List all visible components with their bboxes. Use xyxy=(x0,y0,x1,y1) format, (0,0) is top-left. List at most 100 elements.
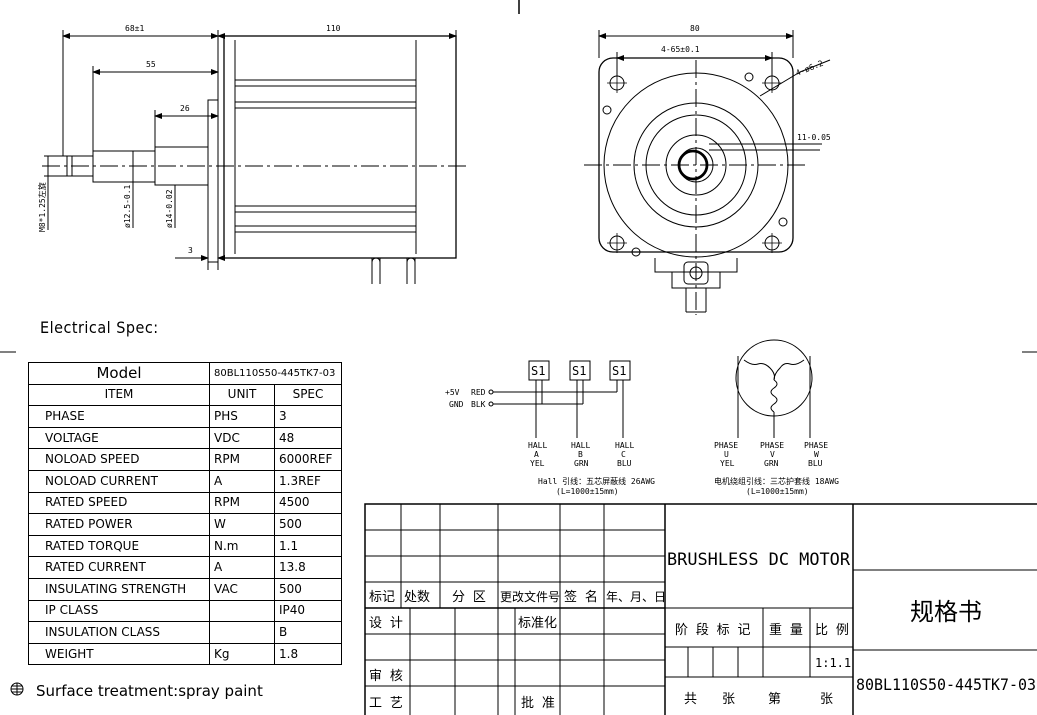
dim-thread: M8*1.25左旋 xyxy=(37,182,47,232)
hall-b-color: GRN xyxy=(574,459,589,468)
phase-v-letter: V xyxy=(770,450,775,459)
tb-header-date: 年、月、日 xyxy=(606,590,666,604)
dim-shaft-26: 26 xyxy=(180,104,190,113)
spec-header-row: ITEM UNIT SPEC xyxy=(28,383,342,407)
side-view xyxy=(42,30,468,284)
tb-sheet-1: 张 xyxy=(722,692,735,707)
spec-value: 1.1 xyxy=(274,534,342,558)
hall-wiring-labels: S1 S1 S1 +5V RED GND BLK HALL A YEL HALL… xyxy=(445,364,655,496)
tb-product: BRUSHLESS DC MOTOR xyxy=(667,550,851,570)
spec-item: RATED SPEED xyxy=(28,491,210,515)
spec-unit: A xyxy=(209,556,275,579)
spec-value: 3 xyxy=(274,405,342,428)
spec-value: 1.3REF xyxy=(274,469,342,493)
phase-u-color: YEL xyxy=(720,459,735,468)
hall-sensor-1: S1 xyxy=(531,364,545,378)
electrical-spec-table: Model 80BL110S50-445TK7-03 ITEM UNIT SPE… xyxy=(28,362,342,666)
tb-model: 80BL110S50-445TK7-03 xyxy=(856,675,1036,694)
phase-wiring xyxy=(735,339,813,438)
side-view-dims: 68±1 110 55 26 3 M8*1.25左旋 ø12.5-0.1 ø14… xyxy=(37,24,341,255)
dim-hole-dia: 4-ø6.2 xyxy=(794,59,824,78)
spec-value: 48 xyxy=(274,426,342,450)
hall-note-1: Hall 引线：五芯屏蔽线 26AWG xyxy=(538,476,655,486)
spec-header-spec: SPEC xyxy=(274,383,342,407)
spec-value: 500 xyxy=(274,577,342,601)
phase-u-letter: U xyxy=(724,450,729,459)
tb-header-change: 更改文件号 xyxy=(500,589,560,604)
hall-a-color: YEL xyxy=(530,459,545,468)
dim-hole-spacing: 4-65±0.1 xyxy=(661,45,700,54)
spec-item: VOLTAGE xyxy=(28,426,210,450)
spec-value: IP40 xyxy=(274,599,342,623)
spec-item: INSULATING STRENGTH xyxy=(28,577,210,601)
front-view xyxy=(584,30,831,315)
power-5v-label: +5V xyxy=(445,388,460,397)
spec-item: RATED TORQUE xyxy=(28,534,210,558)
spec-unit: RPM xyxy=(209,491,275,515)
spec-value: 500 xyxy=(274,513,342,536)
spec-item: RATED CURRENT xyxy=(28,556,210,579)
tb-total: 共 xyxy=(684,692,697,707)
spec-unit: PHS xyxy=(209,405,275,428)
phase-u-name: PHASE xyxy=(714,441,738,450)
spec-unit: VDC xyxy=(209,426,275,450)
surface-treatment: Surface treatment:spray paint xyxy=(10,682,263,700)
spec-unit: VAC xyxy=(209,577,275,601)
spec-header-unit: UNIT xyxy=(209,383,275,407)
hall-b-phase: B xyxy=(578,450,583,459)
phase-w-letter: W xyxy=(814,450,819,459)
title-block-text: 标记 处数 分 区 更改文件号 签 名 年、月、日 设 计 标准化 审 核 工 … xyxy=(369,550,1036,711)
electrical-spec-title: Electrical Spec: xyxy=(40,318,159,337)
dim-dia-14: ø14-0.02 xyxy=(165,189,174,228)
tb-header-count: 处数 xyxy=(404,590,430,605)
hall-wiring xyxy=(488,360,631,438)
spec-model-row: Model 80BL110S50-445TK7-03 xyxy=(28,362,342,385)
phase-v-color: GRN xyxy=(764,459,779,468)
tb-header-sign: 签 名 xyxy=(564,589,598,605)
tb-scale-label: 比 例 xyxy=(815,623,849,638)
tb-header-zone: 分 区 xyxy=(452,590,486,605)
spec-header-item: ITEM xyxy=(28,383,210,407)
tb-sheet-2: 张 xyxy=(820,692,833,707)
tb-scale: 1:1.1 xyxy=(815,656,851,670)
hall-a-phase: A xyxy=(534,450,539,459)
spec-model-label: Model xyxy=(28,362,210,385)
spec-unit xyxy=(209,599,275,623)
dim-overall-shaft: 68±1 xyxy=(125,24,144,33)
spec-item: IP CLASS xyxy=(28,599,210,623)
spec-unit: W xyxy=(209,513,275,536)
spec-value: 1.8 xyxy=(274,642,342,666)
title-block xyxy=(364,503,1037,715)
phase-wiring-labels: PHASE U YEL PHASE V GRN PHASE W BLU 电机绕组… xyxy=(714,441,839,496)
tb-standard: 标准化 xyxy=(518,616,557,631)
phase-w-name: PHASE xyxy=(804,441,828,450)
spec-model-value: 80BL110S50-445TK7-03 xyxy=(209,362,342,385)
spec-item: PHASE xyxy=(28,405,210,428)
power-gnd-label: GND xyxy=(449,400,464,409)
dim-flange-3: 3 xyxy=(188,246,193,255)
hall-c-phase: C xyxy=(621,450,626,459)
spec-item: WEIGHT xyxy=(28,642,210,666)
tb-process: 工 艺 xyxy=(369,696,403,711)
tb-weight: 重 量 xyxy=(769,622,803,638)
spec-value: 4500 xyxy=(274,491,342,515)
hall-b-name: HALL xyxy=(571,441,590,450)
hall-a-name: HALL xyxy=(528,441,547,450)
table-row: IP CLASS IP40 xyxy=(28,599,342,623)
spec-item: NOLOAD CURRENT xyxy=(28,469,210,493)
dim-shaft-55: 55 xyxy=(146,60,156,69)
spec-value: B xyxy=(274,621,342,644)
spec-item: NOLOAD SPEED xyxy=(28,448,210,471)
surface-treatment-text: Surface treatment:spray paint xyxy=(36,682,263,700)
phase-note-1: 电机绕组引线：三芯护套线 18AWG xyxy=(714,476,839,486)
front-view-dims: 80 4-65±0.1 4-ø6.2 11-0.05 xyxy=(661,24,831,142)
phase-v-name: PHASE xyxy=(760,441,784,450)
hall-note-2: (L=1000±15mm) xyxy=(556,487,619,496)
